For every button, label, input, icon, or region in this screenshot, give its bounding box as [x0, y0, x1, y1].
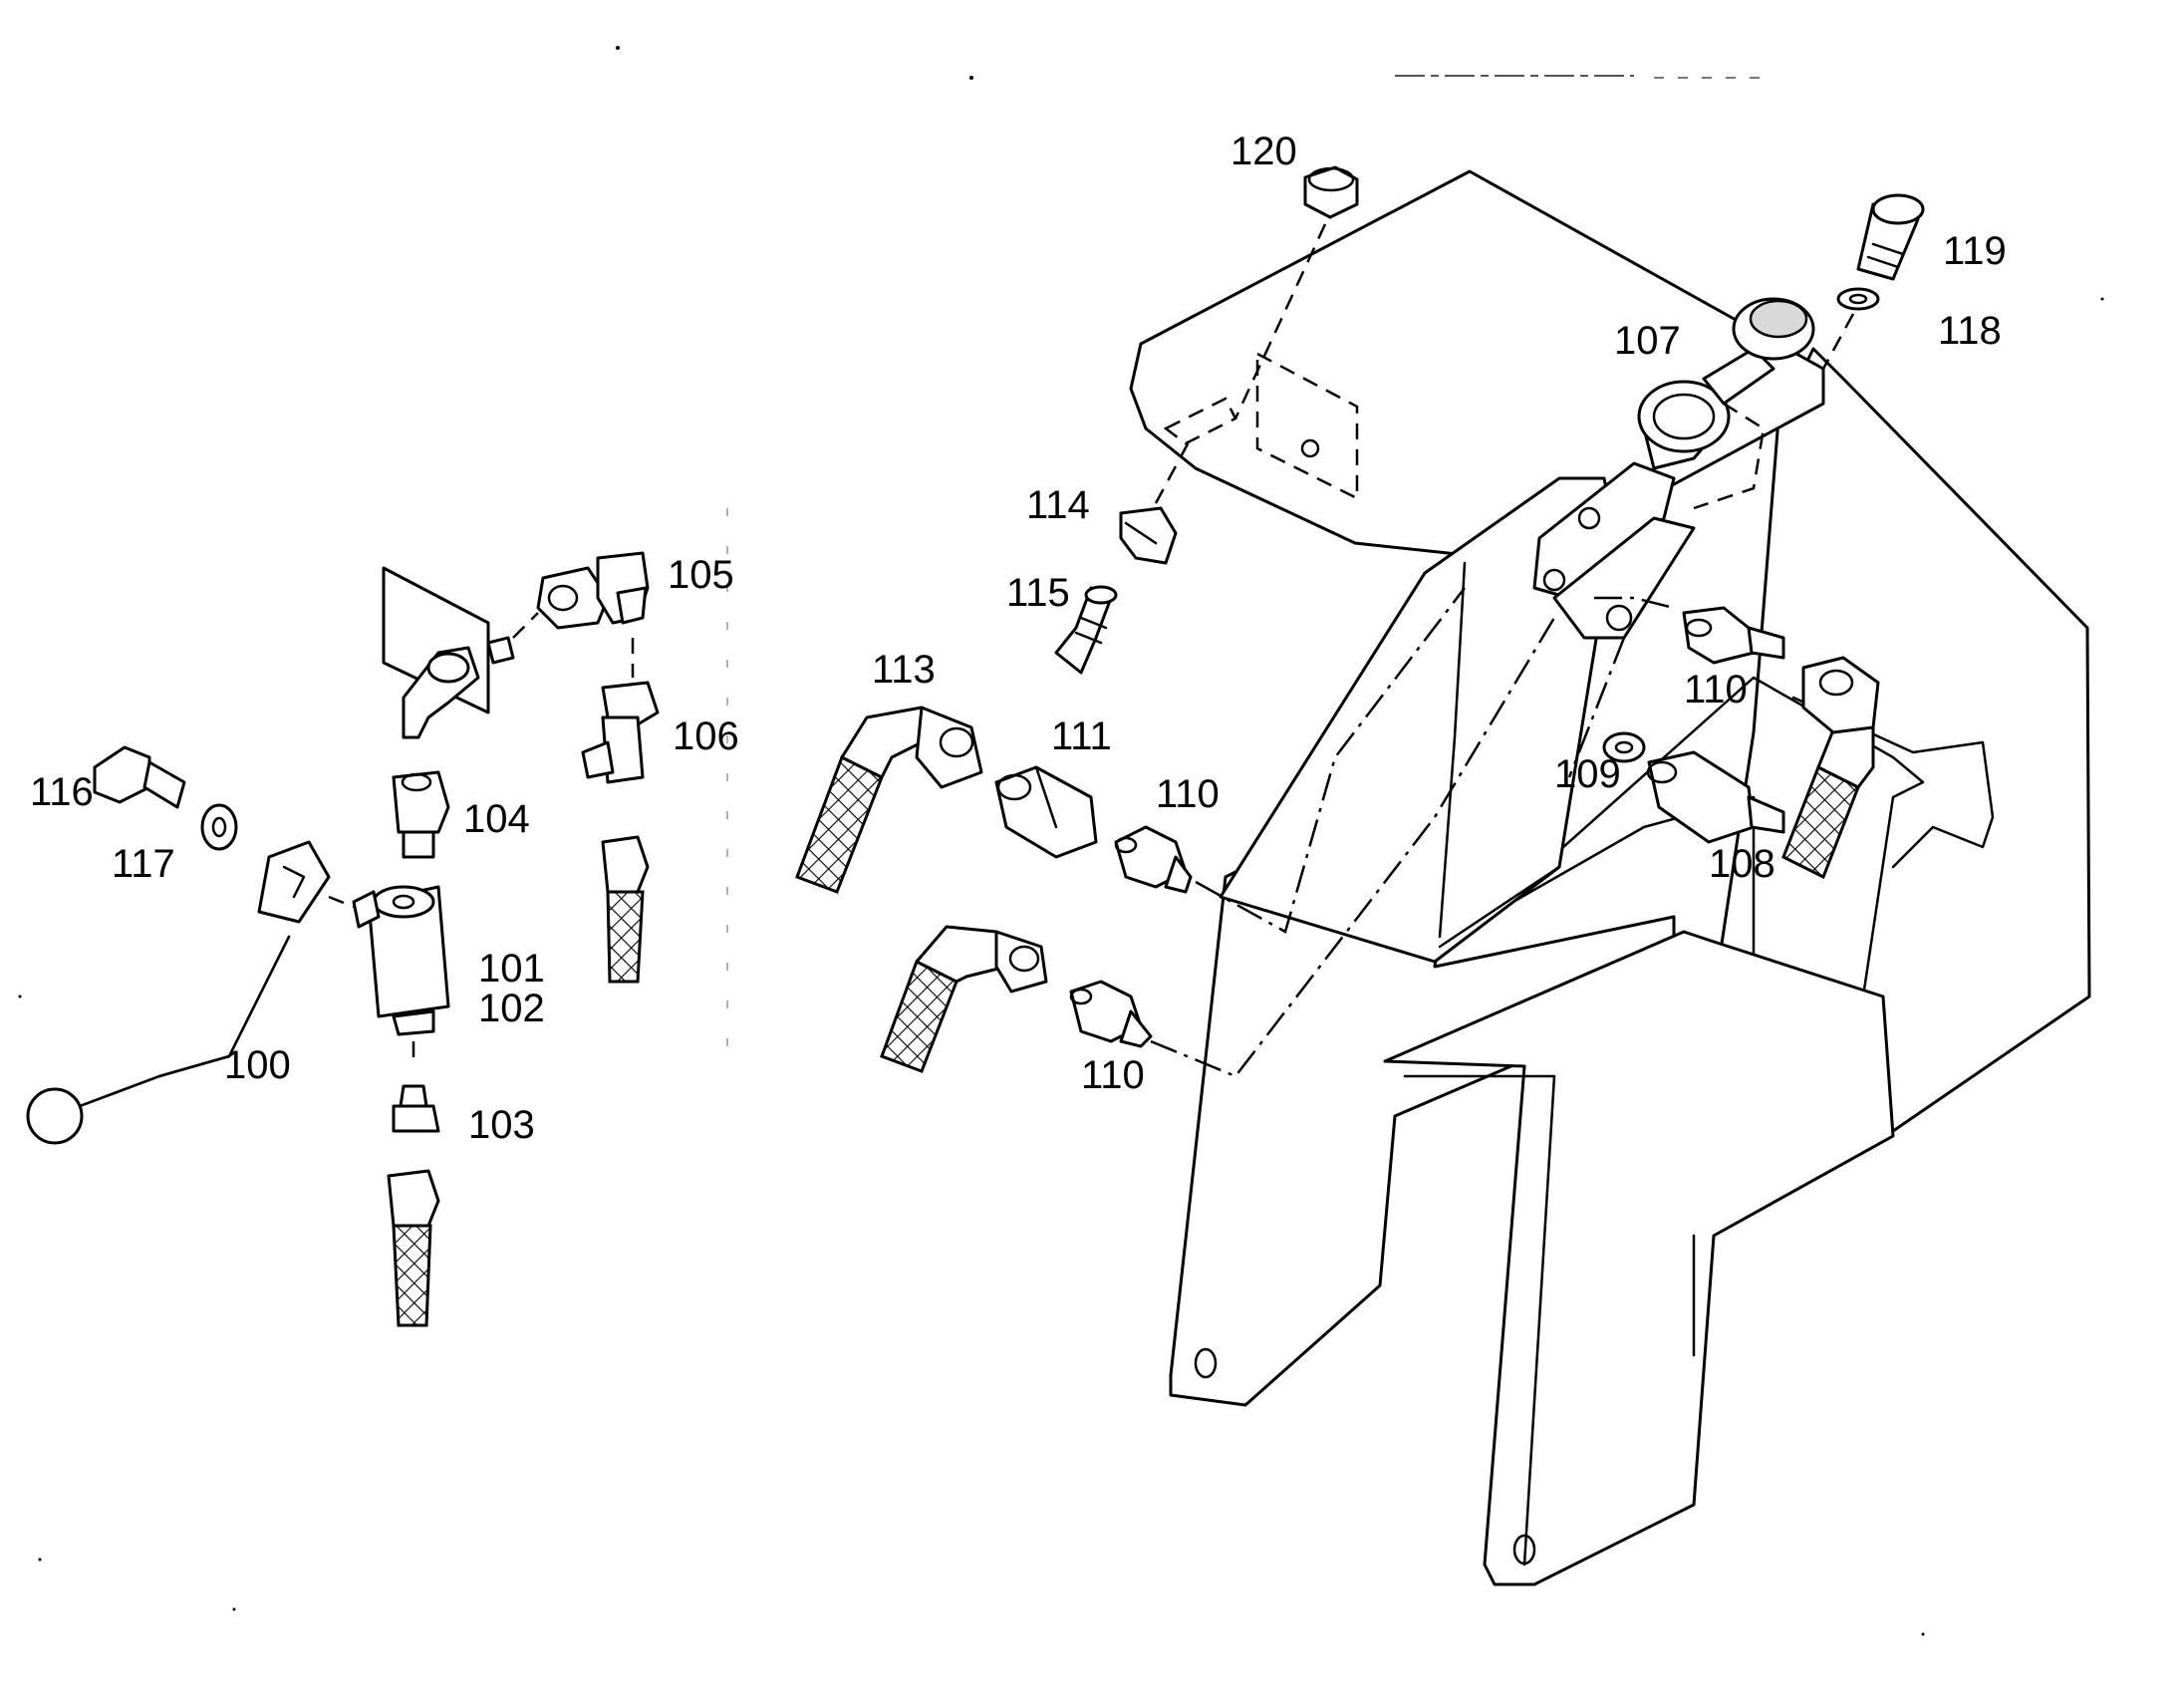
leader-110-upper: [1594, 596, 1675, 610]
callout-102: 102: [478, 987, 545, 1030]
callout-labels: 100 101 102 103 104 105 106 107 108 109 …: [30, 130, 2007, 1147]
part-115-screw: [1054, 585, 1118, 675]
part-106-tee: [581, 681, 660, 784]
part-120-nut: [1303, 165, 1359, 219]
part-117-washer: [200, 803, 238, 851]
leader-110-middle: [1195, 587, 1466, 934]
part-110-nipple-lower: [1069, 980, 1153, 1048]
callout-118: 118: [1938, 309, 2002, 353]
leader-120: [1233, 223, 1327, 420]
part-113-hose: [795, 706, 983, 894]
part-118-washer: [1836, 287, 1880, 311]
hose-under-103: [387, 1169, 440, 1327]
leader-118: [1821, 313, 1855, 370]
part-107-valve: [1637, 297, 1815, 510]
mount-hole-right: [1512, 1534, 1536, 1565]
hose-under-106: [601, 835, 650, 984]
part-101-102-valve-body: [352, 885, 450, 1036]
callout-114: 114: [1026, 483, 1090, 527]
valve-block-assembly: [1532, 461, 1696, 778]
callout-101: 101: [478, 947, 545, 991]
part-108-fitting: [1646, 750, 1785, 844]
part-111-adapter: [994, 765, 1098, 859]
part-105-elbow: [536, 551, 650, 630]
part-114-clip: [1119, 506, 1178, 565]
callout-110-lower: 110: [1081, 1053, 1145, 1097]
part-110-nipple-upper-right: [1682, 606, 1785, 665]
callout-105: 105: [668, 553, 734, 597]
part-104-fitting: [392, 770, 450, 859]
main-bracket: [1129, 169, 2091, 1586]
bracket-plate-left: [382, 566, 515, 739]
part-109-washer: [1602, 731, 1646, 763]
callout-106: 106: [673, 714, 739, 758]
callout-107: 107: [1614, 319, 1681, 363]
leader-105-bracket: [512, 612, 539, 639]
callout-108: 108: [1709, 842, 1775, 886]
part-119-bolt: [1856, 193, 1925, 281]
callout-110-middle: 110: [1156, 772, 1220, 816]
callout-109: 109: [1554, 752, 1621, 796]
hose-right: [1781, 656, 1880, 880]
callout-120: 120: [1230, 130, 1297, 173]
callout-111: 111: [1051, 714, 1112, 758]
part-103-nipple: [392, 1084, 440, 1133]
part-100-lever: [26, 840, 331, 1145]
callout-104: 104: [463, 797, 530, 841]
part-116-bolt: [93, 745, 186, 809]
callout-103: 103: [468, 1103, 535, 1147]
callout-119: 119: [1943, 229, 2007, 273]
callout-113: 113: [872, 648, 936, 692]
mount-hole-left: [1194, 1347, 1218, 1379]
callout-110-upper: 110: [1684, 668, 1748, 711]
part-110-nipple-middle: [1114, 825, 1193, 894]
callout-115: 115: [1006, 571, 1070, 615]
callout-100: 100: [224, 1043, 291, 1087]
leader-110-lower: [1150, 617, 1556, 1078]
leader-100-valve: [328, 895, 355, 909]
leader-114: [1154, 437, 1193, 504]
hose-lower-left: [880, 925, 1048, 1073]
callout-116: 116: [30, 770, 94, 814]
callout-117: 117: [112, 842, 175, 886]
